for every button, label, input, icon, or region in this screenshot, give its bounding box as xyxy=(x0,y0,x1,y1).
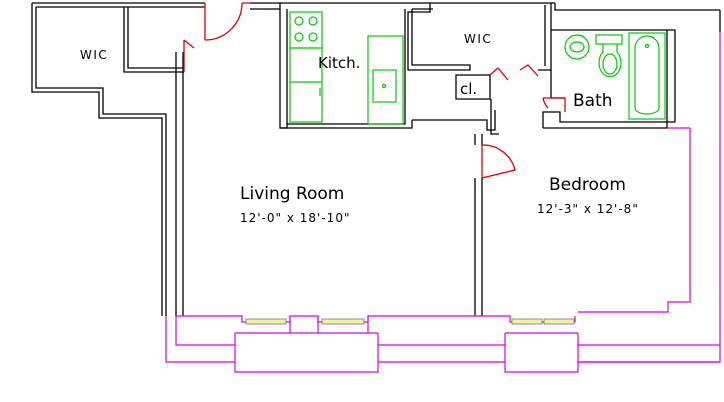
walls xyxy=(31,2,721,316)
window-bedroom-1 xyxy=(511,318,543,325)
wic-left-door xyxy=(183,39,195,72)
burner-2 xyxy=(308,16,318,26)
closet-door xyxy=(489,67,509,81)
entry-door-swing xyxy=(204,2,250,41)
kitchen-sink xyxy=(372,69,397,103)
closet-lower-walls xyxy=(412,99,499,135)
closet-label: cl. xyxy=(460,80,477,98)
bedroom-dimensions: 12'-3" x 12'-8" xyxy=(537,202,639,216)
bath-sink-outer xyxy=(564,34,590,60)
bath-door xyxy=(542,97,566,112)
wic-left-walls xyxy=(31,3,167,316)
bedroom-label: Bedroom xyxy=(549,175,626,195)
counter xyxy=(289,47,323,123)
kitchen-fixtures xyxy=(289,11,404,125)
wic-center-door xyxy=(519,64,539,77)
partition-wall xyxy=(474,134,483,316)
wic-center-east-wall xyxy=(538,3,552,71)
closet-walls xyxy=(455,74,491,100)
bathtub xyxy=(628,32,666,120)
window-living-1 xyxy=(245,318,287,325)
kitchen-walls xyxy=(280,9,413,129)
room-labels: WIC Kitch. WIC cl. Bath Living Room 12'-… xyxy=(80,32,639,225)
doors xyxy=(183,2,566,179)
tub-drain xyxy=(644,43,650,49)
bath-walls xyxy=(542,3,720,129)
toilet-bowl xyxy=(598,44,622,78)
sink-drain xyxy=(381,83,387,89)
living-room-label: Living Room xyxy=(240,184,344,204)
bath-sink-basin xyxy=(569,41,585,53)
kitchen-label: Kitch. xyxy=(318,54,360,72)
burner-4 xyxy=(308,32,318,42)
living-room-dimensions: 12'-0" x 18'-10" xyxy=(240,211,350,225)
burner-1 xyxy=(294,16,304,26)
living-west-wall xyxy=(175,52,184,316)
wic-left-top-wall xyxy=(32,2,205,8)
tub-basin xyxy=(634,35,660,115)
wic-center-walls xyxy=(407,3,471,71)
wic-center-label: WIC xyxy=(464,32,492,46)
window-bedroom-2 xyxy=(543,318,575,325)
wic-left-right-wall xyxy=(123,7,184,73)
bath-label: Bath xyxy=(573,91,613,111)
window-living-2 xyxy=(321,318,365,325)
burner-3 xyxy=(294,32,304,42)
exterior-bottom-outer xyxy=(165,316,720,363)
bath-fixtures xyxy=(564,32,666,120)
stove xyxy=(289,11,323,49)
windows xyxy=(245,318,575,325)
bedroom-door xyxy=(481,144,516,179)
toilet-tank xyxy=(595,34,623,45)
wic-left-label: WIC xyxy=(80,48,108,62)
sink-cabinet xyxy=(367,35,404,125)
toilet-seat xyxy=(602,53,618,75)
exterior-right xyxy=(578,32,721,363)
exterior-bays xyxy=(234,316,579,345)
